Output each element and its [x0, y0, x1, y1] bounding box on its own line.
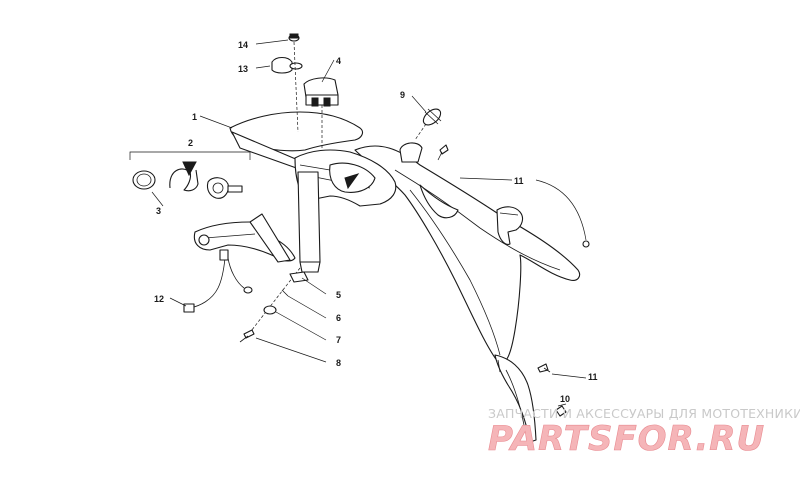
- watermark: ЗАПЧАСТИ И АКСЕССУАРЫ ДЛЯ МОТОТЕХНИКИ PA…: [488, 406, 800, 459]
- callout-10: 10: [560, 394, 570, 404]
- callout-14: 14: [238, 40, 248, 50]
- callout-3: 3: [156, 206, 161, 216]
- cap-and-washer: [271, 33, 303, 133]
- callout-8: 8: [336, 358, 341, 368]
- wiring-harness: [183, 249, 253, 313]
- arrow-icon-1: [344, 173, 360, 190]
- leader-lines: [151, 39, 587, 407]
- callout-4: 4: [336, 56, 341, 66]
- reflector: [399, 108, 442, 163]
- hardware-stack: [239, 267, 309, 343]
- callout-5: 5: [336, 290, 341, 300]
- watermark-logo: PARTSFOR.RU: [488, 419, 765, 459]
- callout-labels: 1 2 3 4 5 6 7 8 9 10 11 11 12 13 14: [154, 40, 598, 404]
- callout-7: 7: [336, 335, 341, 345]
- switch-block: [303, 77, 339, 148]
- callout-6: 6: [336, 313, 341, 323]
- callout-11b: 11: [588, 372, 598, 382]
- callout-2: 2: [188, 138, 193, 148]
- callout-11a: 11: [514, 176, 524, 186]
- fasteners: [437, 144, 590, 417]
- callout-9: 9: [400, 90, 405, 100]
- watermark-tagline: ЗАПЧАСТИ И АКСЕССУАРЫ ДЛЯ МОТОТЕХНИКИ: [488, 406, 800, 421]
- rear-fender: [354, 145, 581, 443]
- lamp-assembly: [129, 151, 251, 199]
- callout-12: 12: [154, 294, 164, 304]
- callout-13: 13: [238, 64, 248, 74]
- callout-1: 1: [192, 112, 197, 122]
